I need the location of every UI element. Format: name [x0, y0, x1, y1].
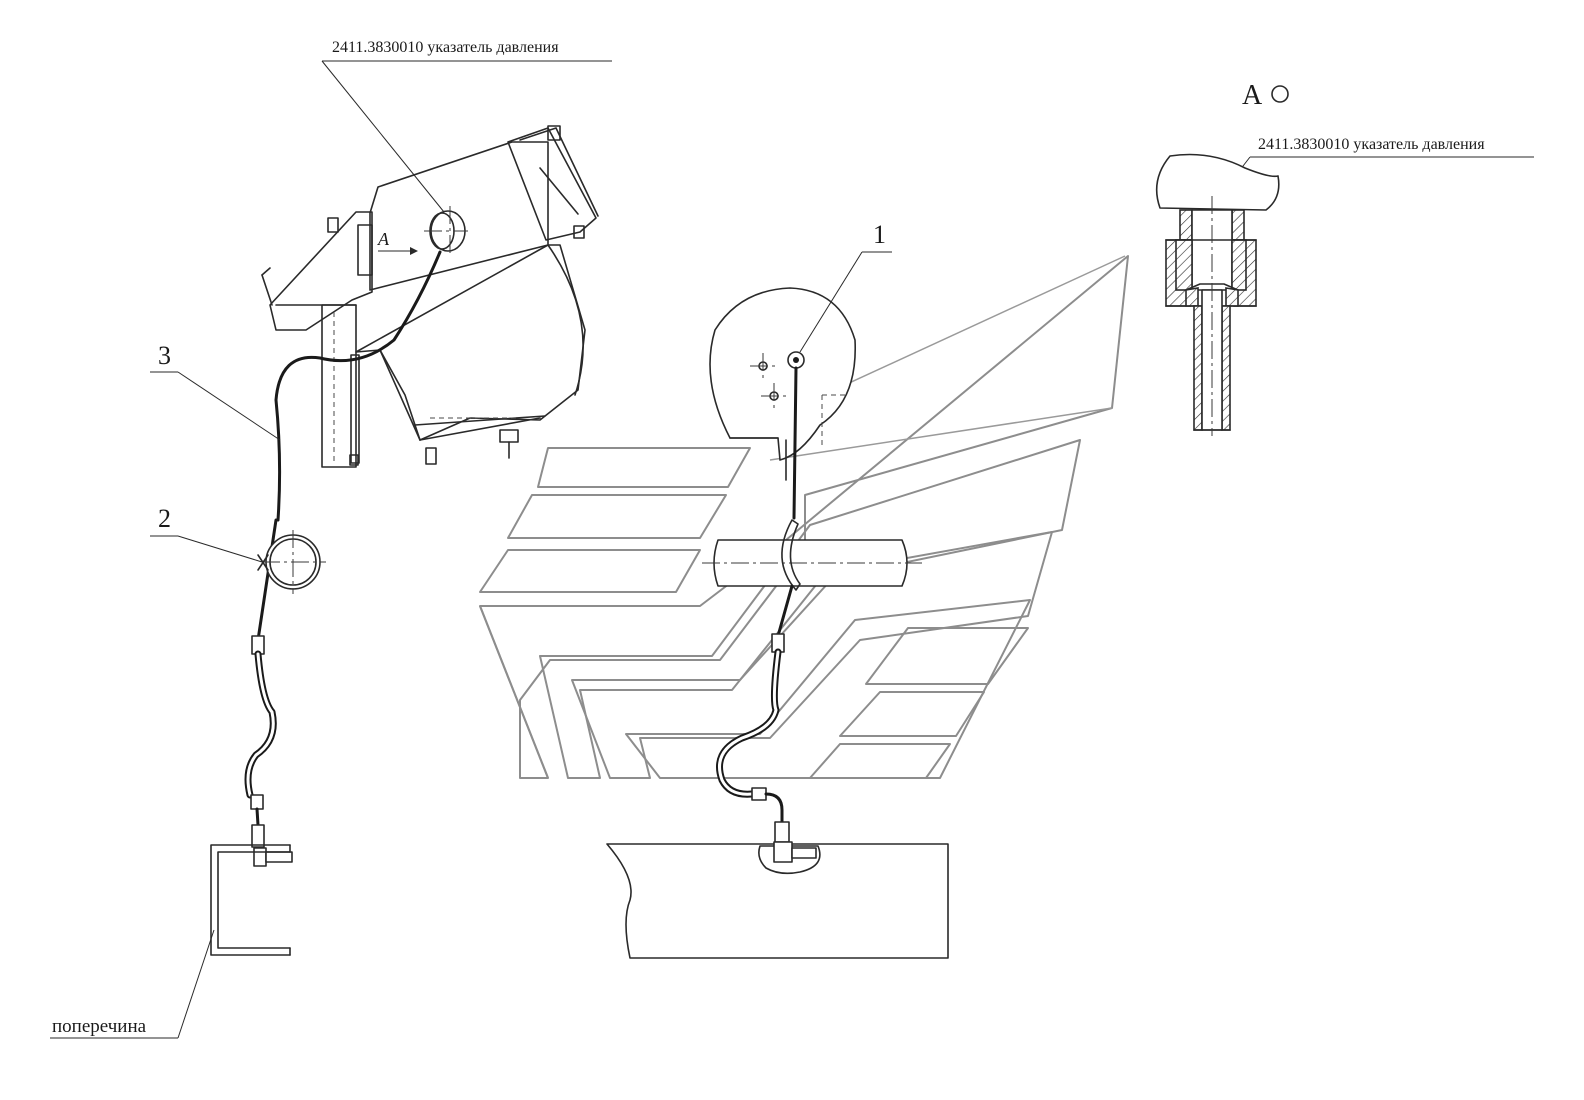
- item-1-callout: 1: [799, 220, 892, 353]
- ghost-step-1: [537, 447, 751, 488]
- ghost-line-2: [769, 407, 1113, 461]
- center-assembly: 1: [479, 220, 1129, 959]
- bracket-clip: [327, 217, 339, 233]
- item-3-number: 3: [158, 341, 171, 370]
- nipple-left: [1175, 239, 1193, 291]
- ghost-chevron-3: [571, 531, 1053, 779]
- item-3-leader: [177, 371, 281, 441]
- item-1-number: 1: [873, 220, 886, 249]
- pressure-pipe-lower: [256, 518, 278, 642]
- view-gauge-body: [1155, 153, 1280, 211]
- ghost-step-6: [809, 743, 951, 779]
- center-mount-plate: [709, 287, 857, 461]
- bracket-flange-tip-2: [261, 267, 271, 276]
- ghost-chevron-2: [539, 439, 1081, 779]
- receiver-tank: [606, 841, 949, 959]
- cross-tube-body: [713, 539, 908, 587]
- center-pipe-upper: [792, 366, 798, 520]
- ghost-step-3: [479, 549, 701, 593]
- fitting-nut-core: [793, 357, 799, 363]
- item-2-callout: 2: [150, 504, 263, 563]
- bracket-left-flange: [269, 211, 373, 331]
- crossmember-leader: [177, 929, 215, 1039]
- crossmember-text: поперечина: [52, 1016, 147, 1037]
- pressure-gauge-main: [424, 206, 468, 256]
- flex-hose-left: [244, 635, 293, 867]
- mount-plate-outline: [709, 287, 857, 461]
- ghost-step-2: [507, 494, 727, 539]
- center-pipe-lower: [776, 584, 794, 638]
- pipe-clamp-ring: [257, 530, 326, 594]
- bracket-window-tab-2: [573, 225, 585, 239]
- gauge-callout-main: 2411.3830010 указатель давления: [321, 39, 612, 213]
- receiver-body: [606, 843, 949, 959]
- bracket-lower-edge: [379, 349, 421, 441]
- ghost-chevron-4: [625, 599, 1031, 779]
- bracket-post: [321, 304, 357, 468]
- hose-tee-branch: [265, 851, 293, 863]
- view-arrow-mount: [357, 224, 373, 276]
- item-3-callout: 3: [150, 341, 281, 441]
- hose-stub: [255, 807, 260, 827]
- bracket-lower-body: [355, 244, 586, 441]
- center-hose-nut: [774, 821, 790, 843]
- bracket-window-slot: [539, 167, 579, 215]
- tube-wall-left: [1193, 305, 1203, 431]
- ferrule-right: [1225, 287, 1239, 307]
- ghost-chevron-1-edge: [479, 605, 549, 779]
- bracket-curve: [547, 244, 584, 396]
- view-arrow-head: [410, 247, 418, 255]
- left-assembly: 2411.3830010 указатель давления: [50, 39, 612, 1039]
- fitting-wall-right: [1231, 209, 1245, 241]
- center-hose-fitting-bottom: [751, 787, 767, 801]
- hose-body-inner: [246, 652, 275, 797]
- view-arrow-label: А: [377, 229, 390, 249]
- gauge-callout-view-text: 2411.3830010 указатель давления: [1258, 136, 1485, 153]
- item-2-number: 2: [158, 504, 171, 533]
- receiver-fitting: [773, 841, 793, 863]
- clamp-tie: [257, 554, 269, 571]
- hose-tee: [253, 847, 267, 867]
- bolt-post: [349, 454, 359, 466]
- view-a-rotation-mark: [1271, 85, 1289, 103]
- ferrule-left: [1185, 287, 1199, 307]
- bracket-base-2: [414, 415, 546, 426]
- channel-inner: [217, 851, 291, 949]
- center-hose-body-inner: [718, 650, 780, 796]
- support-bracket: А: [261, 125, 599, 468]
- ghost-step-4: [865, 627, 1029, 685]
- receiver-fitting-branch: [791, 847, 817, 859]
- cross-tube: [702, 519, 922, 591]
- tube-clamp: [781, 519, 801, 591]
- channel-outer: [210, 844, 291, 956]
- bolt-right-head: [499, 429, 519, 443]
- gauge-callout-main-leader: [321, 60, 445, 213]
- item-1-leader: [799, 251, 863, 353]
- bracket-window-edge: [519, 127, 599, 217]
- pressure-pipe: [274, 250, 442, 522]
- tube-wall-right: [1221, 305, 1231, 431]
- item-2-leader: [177, 535, 263, 563]
- view-a-detail: А 2411.3830010 указатель давления: [1155, 80, 1534, 436]
- bolt-left: [425, 447, 437, 465]
- bracket-window-frame: [507, 127, 597, 241]
- bracket-base: [419, 417, 541, 441]
- bracket-window-tab: [547, 125, 561, 141]
- hose-nut: [251, 824, 265, 848]
- fitting-wall-left: [1179, 209, 1193, 241]
- ghost-step-5: [839, 691, 985, 737]
- crossmember-channel: [210, 844, 291, 956]
- center-hose-elbow: [764, 792, 784, 824]
- nipple-right: [1231, 239, 1247, 291]
- bracket-flange-tip: [261, 274, 273, 306]
- bracket-strap: [350, 354, 360, 464]
- hose-fitting-mid: [250, 794, 264, 810]
- crossmember-callout: поперечина: [50, 929, 215, 1039]
- gauge-callout-main-text: 2411.3830010 указатель давления: [332, 39, 559, 56]
- view-a-title: А: [1242, 80, 1263, 111]
